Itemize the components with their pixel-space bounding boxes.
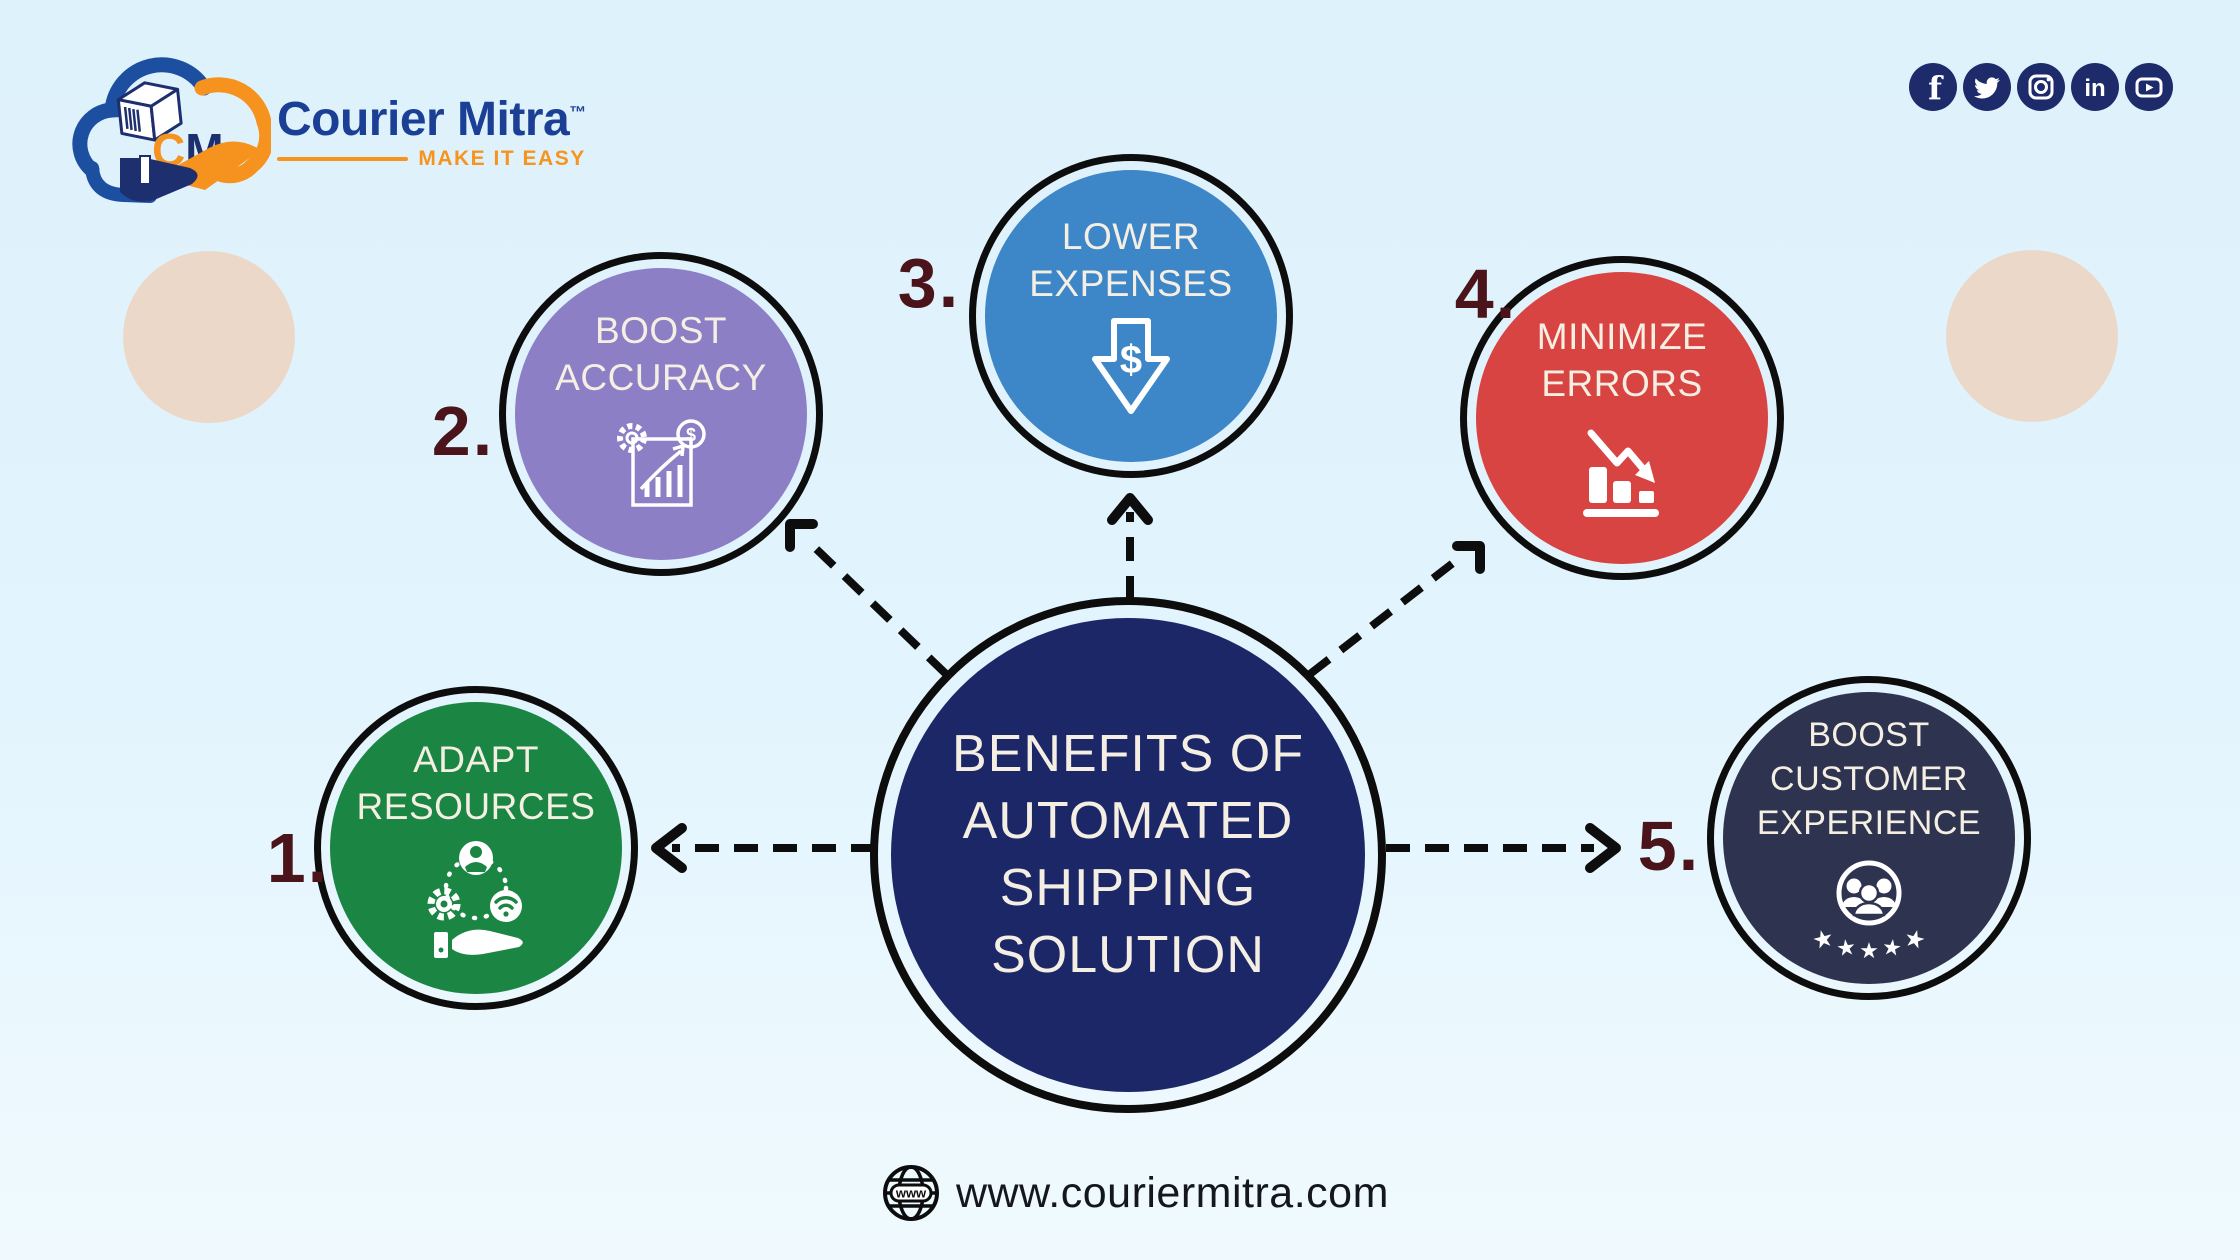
svg-text:★: ★ bbox=[1809, 923, 1837, 955]
svg-text:in: in bbox=[2084, 75, 2105, 102]
node-label: BOOST ACCURACY bbox=[555, 310, 767, 398]
svg-text:f: f bbox=[1928, 69, 1944, 107]
website-url[interactable]: www.couriermitra.com bbox=[956, 1168, 1389, 1217]
facebook-icon[interactable]: f bbox=[1909, 63, 1957, 111]
svg-text:★: ★ bbox=[1835, 935, 1858, 962]
youtube-icon[interactable] bbox=[2125, 63, 2173, 111]
node-minimize-errors: MINIMIZE ERRORS bbox=[1460, 256, 1784, 580]
node-boost-customer-experience: BOOST CUSTOMER EXPERIENCE ★ ★ ★ ★ ★ bbox=[1707, 676, 2031, 1000]
svg-text:★: ★ bbox=[1880, 935, 1903, 962]
svg-text:www: www bbox=[895, 1186, 927, 1201]
courier-mitra-logo: CM Courier Mitra™ MAKE IT EASY bbox=[56, 52, 586, 204]
globe-www-icon: www bbox=[883, 1165, 939, 1221]
connector-arrow-4 bbox=[1307, 552, 1465, 678]
resources-cycle-icon bbox=[427, 841, 523, 958]
node-boost-accuracy: BOOST ACCURACY $ bbox=[499, 252, 823, 576]
dollar-down-arrow-icon: $ bbox=[1092, 318, 1170, 414]
arrowhead-upleft-icon bbox=[785, 519, 818, 552]
twitter-icon[interactable] bbox=[1963, 63, 2011, 111]
step-number-5: 5. bbox=[1637, 807, 1701, 885]
decor-circle-left bbox=[123, 251, 295, 423]
arrowhead-up-icon bbox=[1107, 493, 1153, 525]
connector-arrow-2 bbox=[805, 538, 949, 677]
svg-text:★: ★ bbox=[1859, 939, 1879, 963]
declining-chart-icon bbox=[1583, 429, 1659, 517]
step-number-4: 4. bbox=[1454, 255, 1518, 333]
brand-tagline: MAKE IT EASY bbox=[418, 147, 586, 170]
center-circle: BENEFITS OF AUTOMATED SHIPPING SOLUTION bbox=[870, 597, 1386, 1113]
step-number-3: 3. bbox=[897, 244, 961, 322]
node-adapt-resources: ADAPT RESOURCES bbox=[314, 686, 638, 1010]
svg-text:★: ★ bbox=[1901, 923, 1929, 955]
tagline-divider bbox=[277, 157, 409, 161]
step-number-1: 1. bbox=[266, 819, 330, 897]
svg-text:$: $ bbox=[686, 425, 696, 445]
trademark: ™ bbox=[569, 103, 586, 122]
customer-rating-icon: ★ ★ ★ ★ ★ bbox=[1809, 860, 1929, 963]
step-number-2: 2. bbox=[431, 392, 495, 470]
linkedin-icon[interactable]: in bbox=[2071, 63, 2119, 111]
node-label: MINIMIZE ERRORS bbox=[1536, 316, 1708, 404]
arrowhead-upright-icon bbox=[1452, 541, 1485, 574]
gear-growth-chart-icon: $ bbox=[617, 419, 706, 507]
node-label: LOWER EXPENSES bbox=[1029, 216, 1233, 304]
arrowhead-left-icon bbox=[651, 823, 687, 873]
decor-circle-right bbox=[1946, 250, 2118, 422]
instagram-icon[interactable] bbox=[2017, 63, 2065, 111]
center-title: BENEFITS OF AUTOMATED SHIPPING SOLUTION bbox=[952, 725, 1304, 984]
footer: www www.couriermitra.com bbox=[880, 1162, 1389, 1224]
arrowhead-right-icon bbox=[1585, 823, 1621, 873]
brand-name: Courier Mitra™ bbox=[277, 93, 586, 146]
social-bar: f in bbox=[1909, 63, 2173, 111]
node-label: ADAPT RESOURCES bbox=[356, 739, 596, 827]
svg-text:$: $ bbox=[1120, 338, 1142, 382]
node-label: BOOST CUSTOMER EXPERIENCE bbox=[1756, 716, 1982, 842]
node-lower-expenses: LOWER EXPENSES $ bbox=[969, 154, 1293, 478]
cloud-parcel-handshake-icon: CM bbox=[72, 57, 271, 203]
